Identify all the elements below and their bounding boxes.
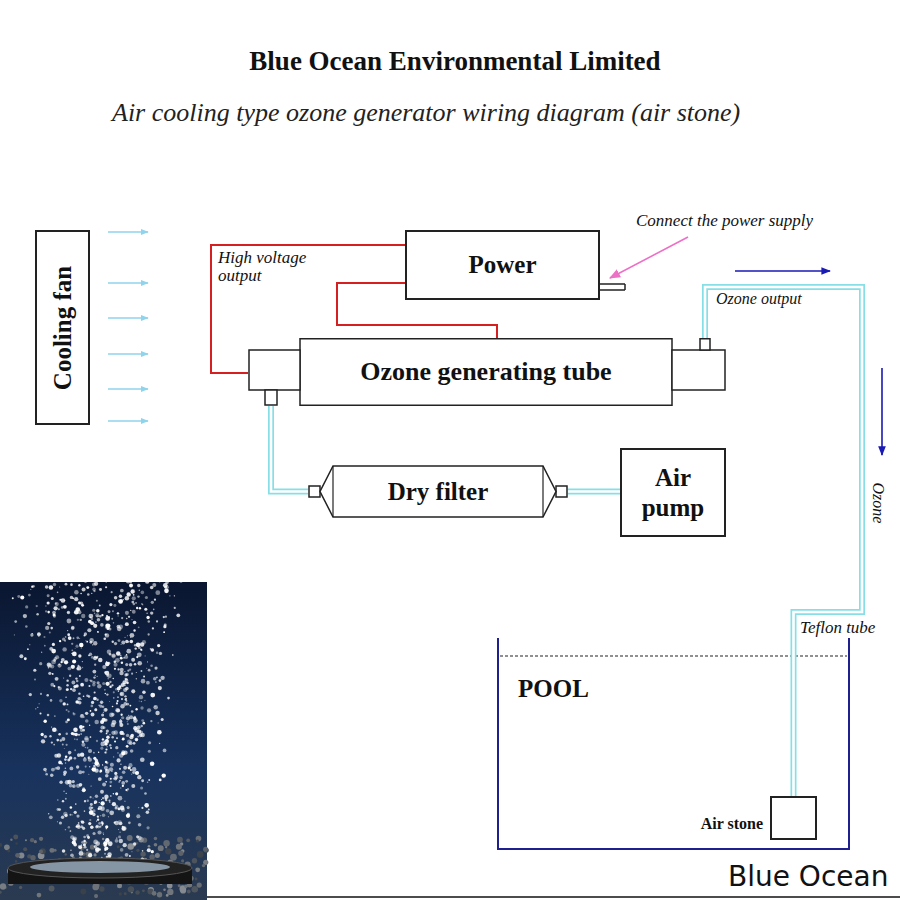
fan-airflow — [108, 232, 148, 421]
bottom-rule — [207, 896, 900, 898]
tube-bore — [271, 406, 308, 492]
tube-bore — [568, 490, 620, 493]
node-label: POOL — [518, 674, 589, 704]
edge-label: High voltage output — [218, 249, 336, 285]
stone-box: Air stone — [770, 796, 817, 840]
tube-shape: Ozone generating tube — [248, 338, 726, 406]
airflow-arrow — [108, 231, 148, 232]
fan-box: Cooling fan — [35, 230, 90, 425]
gas-tube — [271, 406, 308, 492]
part-label: Air stone — [701, 814, 763, 833]
airflow-arrow — [108, 317, 148, 318]
process-box: Air pump — [620, 448, 726, 537]
tube-bore — [705, 287, 862, 796]
process-box: Power — [405, 230, 600, 300]
node-label: Ozone generating tube — [360, 356, 611, 387]
flow-arrow — [735, 270, 830, 272]
airflow-arrow — [108, 420, 148, 421]
subtitle: Air cooling type ozone generator wiring … — [112, 98, 740, 128]
note: Connect the power supply — [636, 212, 813, 231]
airflow-arrow — [108, 353, 148, 354]
airflow-arrow — [108, 282, 148, 283]
node-label: Dry filter — [388, 477, 489, 507]
gas-tube — [568, 491, 620, 492]
port-label: Ozone output — [716, 290, 802, 308]
filter-shape: Dry filter — [308, 465, 568, 518]
tube-path — [705, 287, 862, 796]
watermark: Blue Ocean — [728, 862, 888, 893]
tube-path — [271, 406, 308, 492]
flow-arrow — [881, 368, 883, 455]
pool-outline: Air stone POOL — [497, 638, 850, 850]
edge-label: Teflon tube — [800, 619, 875, 637]
airflow-arrow — [108, 388, 148, 389]
node-label: Power — [468, 250, 536, 280]
node-label: Air pump — [633, 463, 713, 523]
tube-path — [568, 489, 620, 495]
flow-label: Ozone — [869, 483, 887, 524]
gas-tube — [705, 287, 862, 796]
pointer-arrow — [610, 237, 688, 278]
node-label: Cooling fan — [48, 265, 78, 389]
power-plug — [600, 284, 625, 290]
title: Blue Ocean Environmental Limited — [0, 46, 900, 77]
air-stone-photo — [0, 575, 209, 900]
